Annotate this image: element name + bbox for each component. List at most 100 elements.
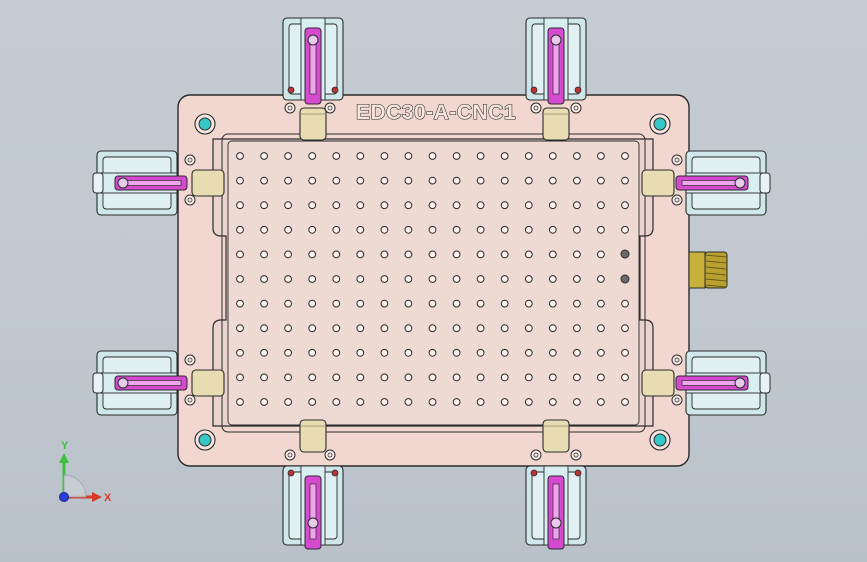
screw-hole-inner bbox=[187, 397, 193, 403]
grid-hole bbox=[284, 275, 293, 283]
clamp-pivot bbox=[117, 377, 129, 389]
screw-hole-inner bbox=[287, 105, 293, 111]
grid-hole bbox=[260, 176, 269, 185]
threaded-hole bbox=[620, 249, 630, 259]
grid-hole bbox=[597, 398, 605, 406]
grid-hole bbox=[621, 299, 629, 308]
grid-hole bbox=[500, 225, 509, 234]
grid-hole bbox=[380, 398, 389, 406]
grid-hole bbox=[621, 398, 629, 406]
grid-hole bbox=[452, 348, 461, 357]
locating-pin bbox=[198, 433, 212, 447]
grid-hole bbox=[500, 373, 509, 382]
grid-hole bbox=[308, 250, 317, 259]
grid-hole bbox=[597, 348, 605, 357]
grid-hole bbox=[500, 324, 509, 333]
grid-hole bbox=[404, 348, 413, 357]
clamp-pad bbox=[191, 169, 225, 197]
grid-hole bbox=[284, 201, 293, 210]
thread-line bbox=[704, 260, 728, 264]
grid-hole bbox=[524, 324, 533, 333]
grid-hole bbox=[428, 275, 437, 283]
hole-grid bbox=[236, 152, 630, 406]
screw-hole-inner bbox=[573, 105, 579, 111]
screw-hole-inner bbox=[533, 452, 539, 458]
grid-hole bbox=[476, 324, 485, 333]
grid-hole bbox=[573, 299, 581, 308]
grid-hole bbox=[548, 176, 557, 185]
grid-hole bbox=[548, 250, 557, 259]
grid-hole bbox=[332, 225, 341, 234]
grid-hole bbox=[284, 250, 293, 259]
grid-hole bbox=[500, 201, 509, 210]
clamp-handle bbox=[759, 172, 771, 194]
grid-hole bbox=[308, 176, 317, 185]
grid-hole bbox=[260, 373, 269, 382]
screw-hole-inner bbox=[187, 197, 193, 203]
screw-hole-inner bbox=[327, 452, 333, 458]
clamp-bolt bbox=[331, 86, 339, 94]
grid-hole bbox=[621, 176, 629, 185]
horizontal-toggle-clamp bbox=[92, 350, 225, 416]
screw-hole bbox=[184, 354, 196, 366]
locating-pin bbox=[653, 433, 667, 447]
clamp-pad bbox=[542, 107, 570, 141]
grid-hole bbox=[621, 373, 629, 382]
screw-hole bbox=[671, 194, 683, 206]
horizontal-toggle-clamp bbox=[92, 150, 225, 216]
grid-hole bbox=[284, 299, 293, 308]
grid-hole bbox=[404, 176, 413, 185]
screw-hole bbox=[184, 394, 196, 406]
grid-hole bbox=[332, 152, 341, 160]
grid-hole bbox=[524, 299, 533, 308]
grid-hole bbox=[356, 398, 365, 406]
grid-hole bbox=[332, 398, 341, 406]
screw-hole bbox=[284, 102, 296, 114]
screw-hole-inner bbox=[674, 157, 680, 163]
grid-hole bbox=[524, 152, 533, 160]
grid-hole bbox=[573, 348, 581, 357]
clamp-handle bbox=[92, 372, 104, 394]
grid-hole bbox=[380, 250, 389, 259]
grid-hole bbox=[260, 225, 269, 234]
grid-hole bbox=[356, 348, 365, 357]
grid-hole bbox=[428, 373, 437, 382]
clamp-pad bbox=[299, 107, 327, 141]
screw-hole-inner bbox=[573, 452, 579, 458]
grid-hole bbox=[284, 348, 293, 357]
grid-hole bbox=[332, 176, 341, 185]
vertical-toggle-clamp bbox=[282, 17, 344, 141]
clamp-arm-slot bbox=[120, 380, 182, 386]
screw-hole-inner bbox=[187, 157, 193, 163]
clamp-bolt bbox=[574, 86, 582, 94]
clamp-bolt bbox=[574, 469, 582, 477]
grid-hole bbox=[356, 176, 365, 185]
grid-hole bbox=[428, 152, 437, 160]
grid-hole bbox=[452, 176, 461, 185]
grid-hole bbox=[356, 250, 365, 259]
clamp-arm-slot bbox=[309, 483, 317, 540]
clamp-bolt bbox=[530, 469, 538, 477]
clamp-bolt bbox=[530, 86, 538, 94]
grid-hole bbox=[452, 275, 461, 283]
clamp-pad bbox=[299, 419, 327, 453]
coordinate-triad-icon: XY bbox=[59, 440, 112, 504]
grid-hole bbox=[476, 348, 485, 357]
y-axis-label: Y bbox=[61, 440, 69, 452]
screw-hole-inner bbox=[674, 397, 680, 403]
grid-hole bbox=[380, 324, 389, 333]
grid-hole bbox=[621, 324, 629, 333]
grid-hole bbox=[404, 152, 413, 160]
clamp-bolt bbox=[287, 469, 295, 477]
grid-hole bbox=[428, 250, 437, 259]
grid-hole bbox=[404, 225, 413, 234]
thread-line bbox=[704, 266, 728, 270]
grid-hole bbox=[476, 176, 485, 185]
threaded-hole bbox=[620, 274, 630, 284]
grid-hole bbox=[500, 250, 509, 259]
grid-hole bbox=[308, 299, 317, 308]
grid-hole bbox=[597, 324, 605, 333]
screw-hole-inner bbox=[287, 452, 293, 458]
grid-hole bbox=[500, 152, 509, 160]
